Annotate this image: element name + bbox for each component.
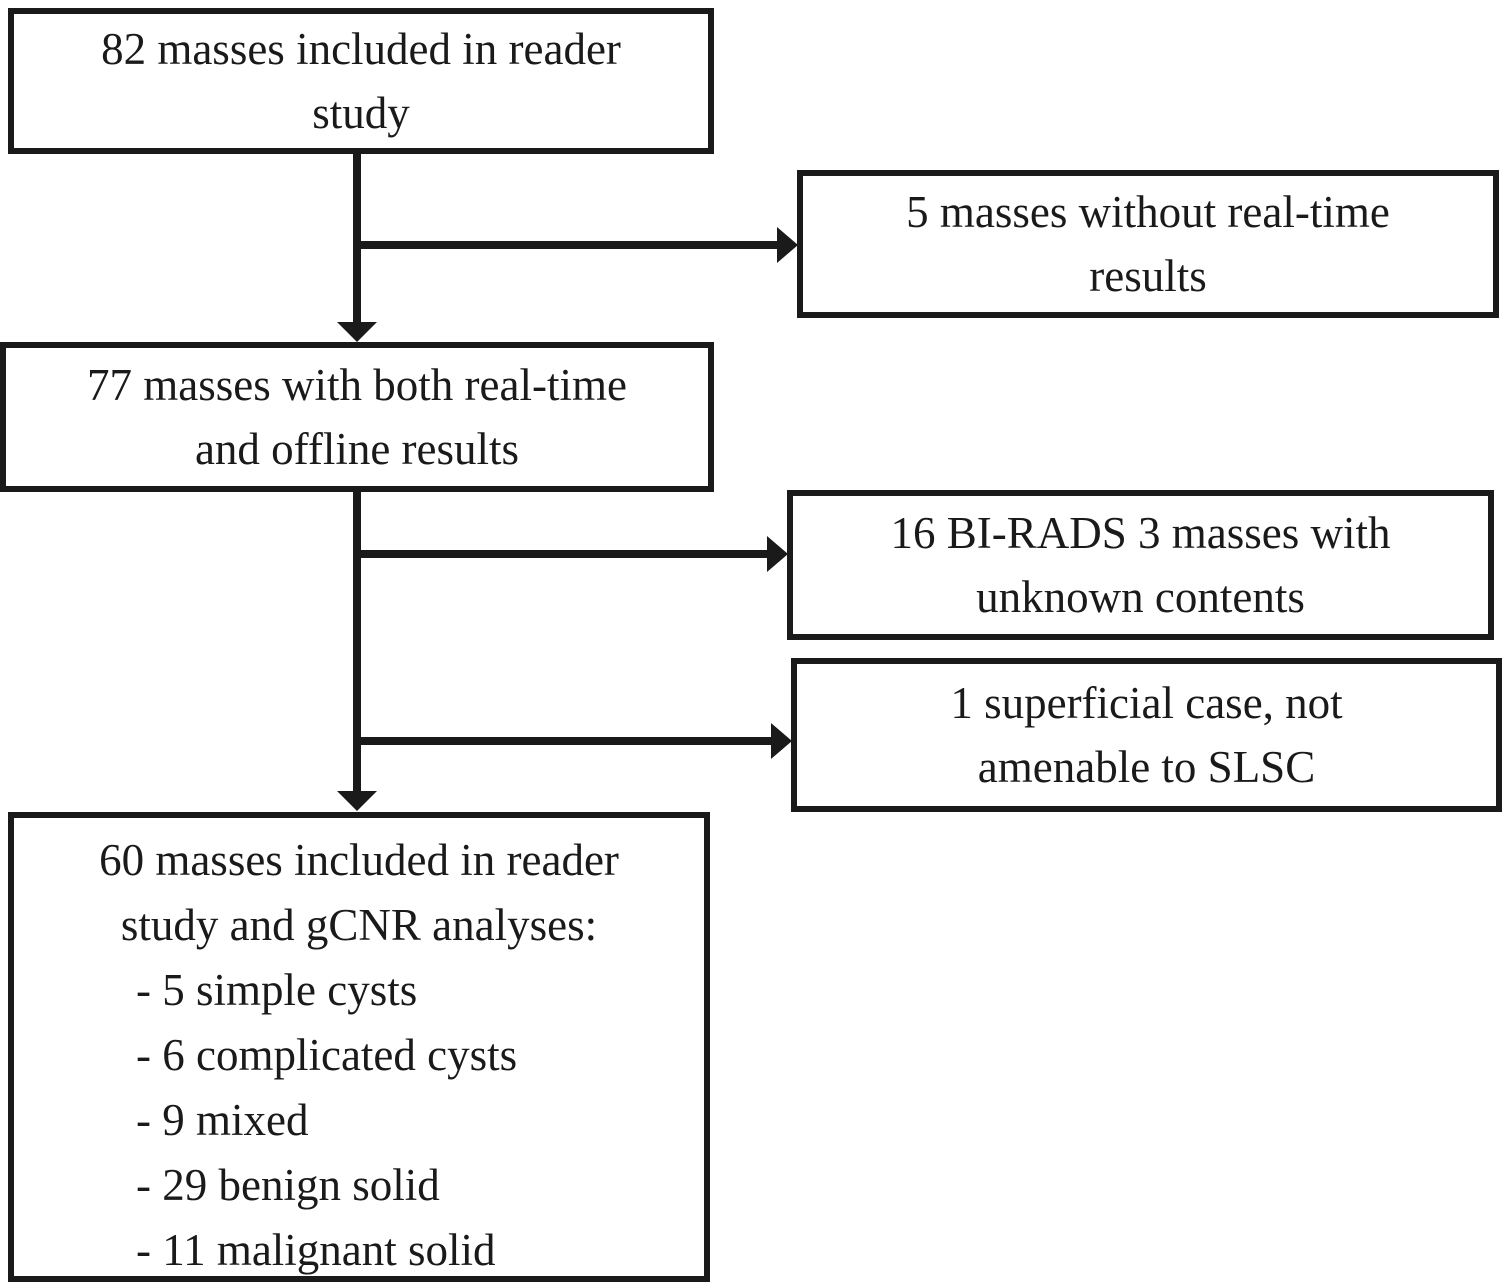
arrowhead-right-to-5 [777, 227, 798, 263]
box-60-masses-gcnr: 60 masses included in reader study and g… [8, 812, 710, 1282]
box-text-line: 16 BI-RADS 3 masses with [890, 508, 1391, 558]
box-text-line: 1 superficial case, not [950, 678, 1343, 728]
arrow-branch-to-1-line [357, 737, 772, 745]
list-item-benign-solid: - 29 benign solid [136, 1160, 440, 1210]
box-16-birads3-unknown: 16 BI-RADS 3 masses with unknown content… [787, 490, 1494, 640]
box-82-masses-reader-study: 82 masses included in reader study [8, 8, 714, 154]
arrow-branch-to-5-line [357, 241, 778, 249]
list-item-simple-cysts: - 5 simple cysts [136, 965, 418, 1015]
arrow-82-to-77-line [353, 153, 361, 323]
arrow-branch-to-16-line [357, 550, 768, 558]
box-text-line: amenable to SLSC [977, 742, 1316, 792]
box-5-masses-no-realtime: 5 masses without real-time results [797, 170, 1499, 318]
box-text-line: results [1089, 251, 1207, 301]
mass-category-list: - 5 simple cysts - 6 complicated cysts -… [14, 958, 704, 1283]
arrowhead-down-to-77 [337, 322, 377, 342]
list-item-mixed: - 9 mixed [136, 1095, 309, 1145]
box-text-line: 5 masses without real-time [906, 187, 1390, 237]
box-77-masses-both-results: 77 masses with both real-time and offlin… [0, 342, 714, 492]
arrowhead-right-to-16 [767, 536, 788, 572]
box-text-line: and offline results [194, 424, 520, 474]
box-text-line: 77 masses with both real-time [87, 360, 627, 410]
arrowhead-right-to-1 [771, 723, 792, 759]
arrowhead-down-to-60 [337, 791, 377, 811]
box-heading-line: 60 masses included in reader [99, 835, 619, 885]
box-heading-line: study and gCNR analyses: [120, 900, 598, 950]
arrow-77-to-60-line [353, 492, 361, 792]
box-text-line: 82 masses included in reader [101, 24, 621, 74]
box-text-line: study [312, 88, 410, 138]
list-item-complicated-cysts: - 6 complicated cysts [136, 1030, 518, 1080]
box-1-superficial-case: 1 superficial case, not amenable to SLSC [791, 658, 1502, 812]
box-text-line: unknown contents [976, 572, 1305, 622]
list-item-malignant-solid: - 11 malignant solid [136, 1225, 496, 1275]
